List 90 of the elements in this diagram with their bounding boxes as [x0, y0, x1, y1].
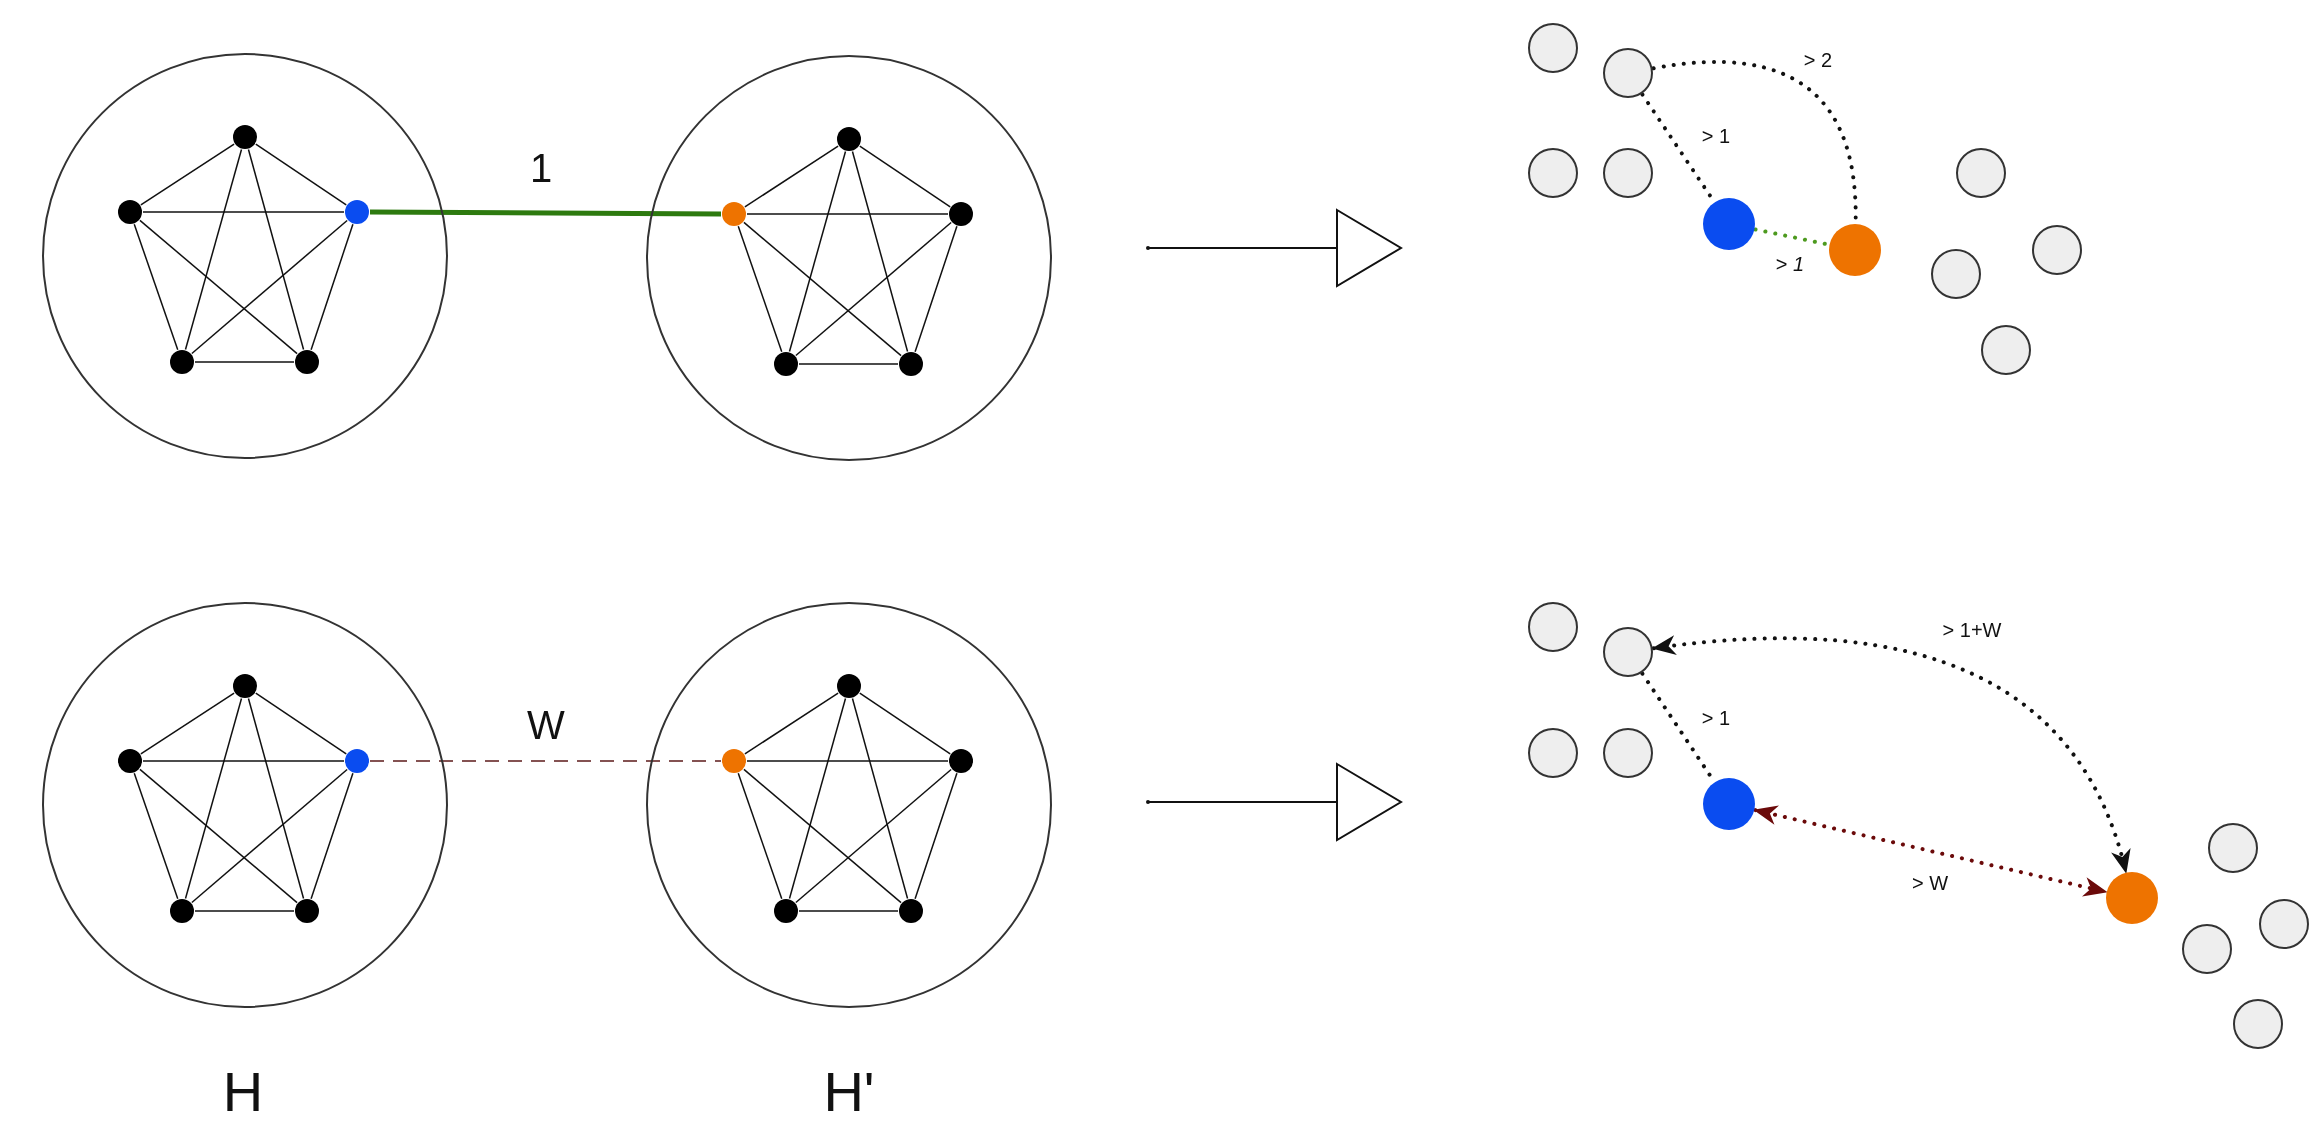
graph-vertex — [774, 899, 798, 923]
connector-line — [788, 697, 847, 900]
connector-line — [255, 692, 347, 755]
graph-vertex — [118, 749, 142, 773]
connector-line — [744, 145, 839, 208]
graph-vertex — [345, 200, 369, 224]
graph-label: H — [222, 1058, 264, 1121]
graph-vertex — [170, 350, 194, 374]
cluster-circle — [646, 602, 1052, 1008]
vertex-circle — [2208, 823, 2258, 873]
vertex-circle — [1703, 778, 1755, 830]
graph-vertex — [722, 749, 746, 773]
connector-line — [743, 768, 902, 904]
vertex-circle — [1528, 148, 1578, 198]
vertex-circle — [2233, 999, 2283, 1049]
connector-line — [255, 143, 347, 206]
connector-line — [184, 148, 243, 351]
connector-line — [851, 150, 909, 353]
vertex-circle — [1703, 198, 1755, 250]
connector-line — [737, 225, 783, 353]
vertex-circle — [1956, 148, 2006, 198]
connector-line — [798, 910, 899, 912]
vertex-circle — [2032, 225, 2082, 275]
connector-line — [859, 145, 951, 208]
graph-vertex — [949, 749, 973, 773]
vertex-circle — [1603, 728, 1653, 778]
connector-line — [139, 768, 298, 904]
vertex-circle — [1528, 728, 1578, 778]
graph-vertex — [118, 200, 142, 224]
connector-line — [370, 209, 721, 217]
dotted-connector — [1651, 635, 2130, 874]
vertex-circle — [2182, 924, 2232, 974]
connector-line — [142, 760, 345, 762]
graph-vertex — [233, 674, 257, 698]
vertex-circle — [1981, 325, 2031, 375]
connector-line — [140, 692, 235, 755]
graph-vertex — [837, 674, 861, 698]
connector-line — [788, 150, 847, 353]
graph-vertex — [774, 352, 798, 376]
connector-line — [310, 772, 354, 900]
graph-vertex — [233, 125, 257, 149]
connector-line — [744, 692, 839, 755]
connector-line — [142, 211, 345, 213]
graph-vertex — [837, 127, 861, 151]
graph-vertex — [345, 749, 369, 773]
connector-line — [139, 219, 298, 355]
vertex-circle — [1528, 23, 1578, 73]
connector-line — [184, 697, 243, 900]
connector-line — [798, 363, 899, 365]
connector-line — [133, 223, 179, 351]
graph-vertex — [899, 899, 923, 923]
cluster-circle — [42, 53, 448, 459]
connector-line — [191, 219, 348, 355]
connector-line — [194, 910, 295, 912]
connector-line — [247, 148, 305, 351]
graph-vertex — [170, 899, 194, 923]
connector-line — [247, 697, 305, 900]
connector-line — [914, 225, 958, 353]
cluster-circle — [42, 602, 448, 1008]
connector-line — [859, 692, 951, 755]
connector-line — [310, 223, 354, 351]
cluster-circle — [646, 55, 1052, 461]
graph-vertex — [722, 202, 746, 226]
connector-line — [746, 213, 949, 215]
vertex-circle — [1931, 249, 1981, 299]
dotted-connector — [1753, 805, 2108, 897]
graph-vertex — [949, 202, 973, 226]
vertex-circle — [1603, 48, 1653, 98]
connector-line — [194, 361, 295, 363]
graph-vertex — [295, 350, 319, 374]
connector-line — [795, 768, 952, 904]
dotted-connector — [369, 760, 722, 762]
connector-line — [140, 143, 235, 206]
connector-line — [795, 221, 952, 357]
connector-line — [746, 760, 949, 762]
vertex-circle — [1829, 224, 1881, 276]
connector-line — [133, 772, 179, 900]
vertex-circle — [2259, 899, 2309, 949]
vertex-circle — [1603, 627, 1653, 677]
graph-label: H' — [823, 1058, 875, 1121]
connector-line — [191, 768, 348, 904]
graph-vertex — [295, 899, 319, 923]
connector-line — [914, 772, 958, 900]
vertex-circle — [2106, 872, 2158, 924]
connector-line — [737, 772, 783, 900]
graph-vertex — [899, 352, 923, 376]
connector-line — [743, 221, 902, 357]
vertex-circle — [1528, 602, 1578, 652]
vertex-circle — [1603, 148, 1653, 198]
connector-line — [851, 697, 909, 900]
